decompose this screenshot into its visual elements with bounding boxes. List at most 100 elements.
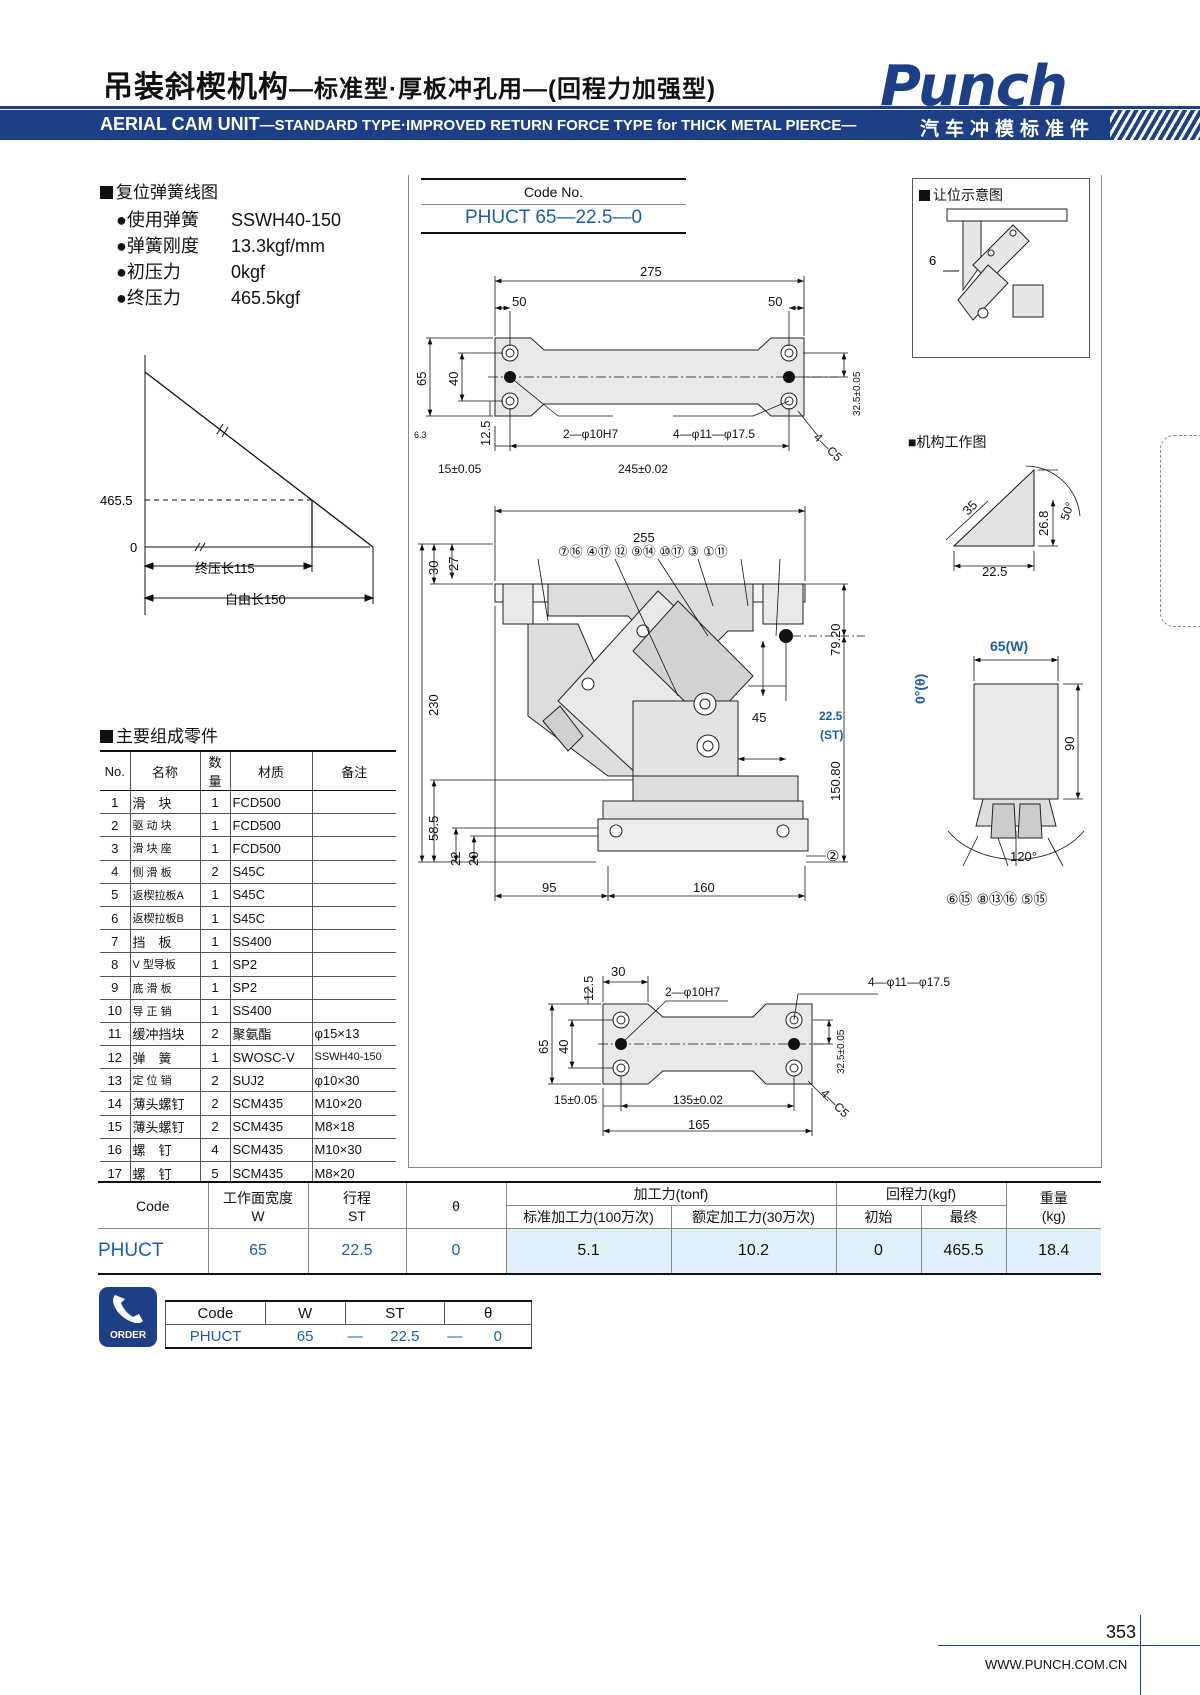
part-no: 9 xyxy=(100,976,130,1000)
footer-vrule xyxy=(1140,1615,1141,1695)
part-qty: 1 xyxy=(199,952,230,977)
footer-rule xyxy=(938,1645,1200,1646)
part-material: SUJ2 xyxy=(229,1068,312,1093)
part-name: 导 正 销 xyxy=(129,999,200,1023)
order-h-st: ST xyxy=(345,1301,446,1325)
punch-logo: Punch xyxy=(880,54,1068,119)
part-qty: 4 xyxy=(199,1138,230,1163)
part-remark xyxy=(311,906,396,931)
part-material: S45C xyxy=(229,860,312,884)
order-sep-1: — xyxy=(347,1327,363,1345)
col-no: No. xyxy=(100,750,130,791)
part-material: SP2 xyxy=(229,952,312,977)
page-title-en: AERIAL CAM UNIT—STANDARD TYPE·IMPROVED R… xyxy=(100,114,857,134)
spec-code: PHUCT xyxy=(98,1228,209,1275)
part-remark xyxy=(311,883,396,907)
order-badge-label: ORDER xyxy=(109,1330,147,1341)
part-material: FCD500 xyxy=(229,836,312,861)
graph-final-label: 终压长115 xyxy=(195,561,255,576)
part-name: 底 滑 板 xyxy=(129,976,200,1000)
spec-h-ret-final: 最终 xyxy=(920,1205,1007,1229)
front-theta: 0°(θ) xyxy=(912,674,928,704)
spring-heading: 复位弹簧线图 xyxy=(100,178,218,203)
front-d27: 27 xyxy=(446,557,461,571)
part-remark xyxy=(311,952,396,977)
part-name: 滑 块 座 xyxy=(129,836,200,861)
top-d50a: 50 xyxy=(512,294,526,309)
part-name: 驱 动 块 xyxy=(129,813,200,838)
part-qty: 1 xyxy=(199,790,230,815)
part-material: S45C xyxy=(229,906,312,931)
order-v-code: PHUCT xyxy=(189,1327,242,1345)
part-no: 14 xyxy=(100,1091,130,1116)
front-d95: 95 xyxy=(542,880,556,895)
front-d15080: 150.80 xyxy=(828,761,843,801)
part-name: 缓冲挡块 xyxy=(129,1022,200,1047)
part-remark xyxy=(311,836,396,861)
part-qty: 1 xyxy=(199,929,230,954)
spec-h-ret-init: 初始 xyxy=(835,1205,922,1229)
part-name: 侧 滑 板 xyxy=(129,860,200,884)
part-qty: 2 xyxy=(199,860,230,884)
front-d7920: 79.20 xyxy=(828,623,843,656)
clearance-heading: 让位示意图 xyxy=(919,185,1089,205)
bottom-d165: 165 xyxy=(688,1117,710,1132)
spec-rated: 10.2 xyxy=(670,1228,837,1275)
part-material: FCD500 xyxy=(229,813,312,838)
part-material: FCD500 xyxy=(229,790,312,815)
spec-h-force-std: 标准加工力(100万次) xyxy=(505,1205,672,1229)
part-remark xyxy=(311,976,396,1000)
part-material: SWOSC-V xyxy=(229,1045,312,1070)
bottom-d30: 30 xyxy=(611,964,625,979)
part-no: 11 xyxy=(100,1022,130,1047)
bottom-d135: 135±0.02 xyxy=(673,1093,723,1107)
order-v-st: 22.5 xyxy=(390,1327,420,1345)
top-hole1: 2—φ10H7 xyxy=(563,427,618,441)
part-material: SCM435 xyxy=(229,1138,312,1163)
spec-weight: 18.4 xyxy=(1005,1228,1101,1275)
technical-drawing: 275 50 50 65 40 12.5 15±0.05 245±0.02 2—… xyxy=(414,264,1085,1136)
page-number: 353 xyxy=(1106,1622,1137,1642)
clear-d6: 6 xyxy=(929,253,936,268)
front-d585: 58.5 xyxy=(426,816,441,841)
part-qty: 1 xyxy=(199,976,230,1000)
spec-h-theta: θ xyxy=(405,1181,507,1229)
part-no: 13 xyxy=(100,1068,130,1093)
side-d90: 90 xyxy=(1062,737,1077,751)
code-box: Code No. PHUCT 65—22.5—0 xyxy=(421,178,686,234)
part-name: 弹 簧 xyxy=(129,1045,200,1070)
col-material: 材质 xyxy=(229,750,312,791)
part-no: 4 xyxy=(100,860,130,884)
part-remark: φ10×30 xyxy=(311,1068,396,1093)
part-no: 16 xyxy=(100,1138,130,1163)
graph-free-label: 自由长150 xyxy=(225,592,286,607)
part-no: 1 xyxy=(100,790,130,815)
drawing-frame xyxy=(408,175,1102,1168)
spec-w: 65 xyxy=(207,1228,309,1275)
spec-theta: 0 xyxy=(405,1228,507,1275)
part-no: 7 xyxy=(100,929,130,954)
part-material: SP2 xyxy=(229,976,312,1000)
front-balloon-2: ② xyxy=(826,848,839,865)
part-qty: 2 xyxy=(199,1022,230,1047)
bottom-d65: 65 xyxy=(536,1040,551,1054)
code-box-label: Code No. xyxy=(421,180,686,205)
spec-std: 5.1 xyxy=(505,1228,672,1275)
bottom-d325: 32.5±0.05 xyxy=(836,1029,847,1074)
part-no: 8 xyxy=(100,952,130,977)
part-name: 挡 板 xyxy=(129,929,200,954)
order-v-theta: 0 xyxy=(493,1327,503,1345)
front-st-label: (ST) xyxy=(820,728,843,742)
spec-h-force-rated: 额定加工力(30万次) xyxy=(670,1205,837,1229)
